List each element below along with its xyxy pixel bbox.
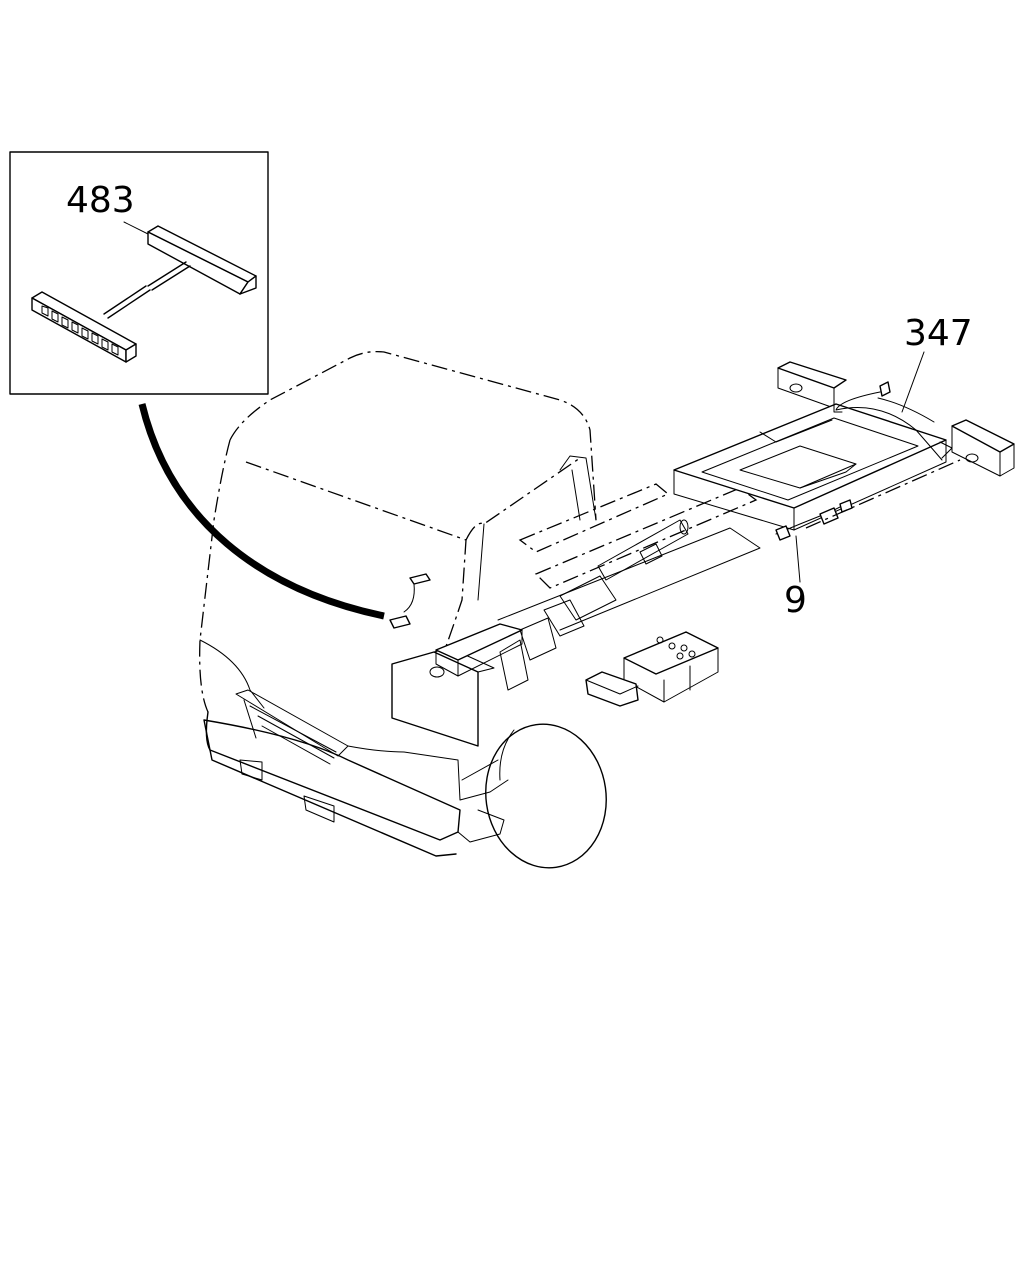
inset-cable [103,261,191,319]
inset-detail: 483 [9,151,269,395]
truck-cab [199,350,607,869]
callout-9: 9 [784,580,807,621]
frame-harness [775,381,953,541]
rear-frame [673,361,1015,541]
inset-pointer-arrow [138,403,385,620]
inset-frame [9,151,269,395]
inset-sensor-bar [147,225,257,295]
callout-9-leader [795,535,801,583]
callout-347: 347 [904,313,973,354]
drive-shaft [499,519,689,691]
inset-indicator-strip [31,291,137,363]
battery [623,631,719,703]
chassis-components [391,483,761,747]
callout-483: 483 [66,180,135,221]
callout-347-leader [901,351,925,413]
cab-connector [389,573,431,629]
front-wheel [485,723,607,869]
